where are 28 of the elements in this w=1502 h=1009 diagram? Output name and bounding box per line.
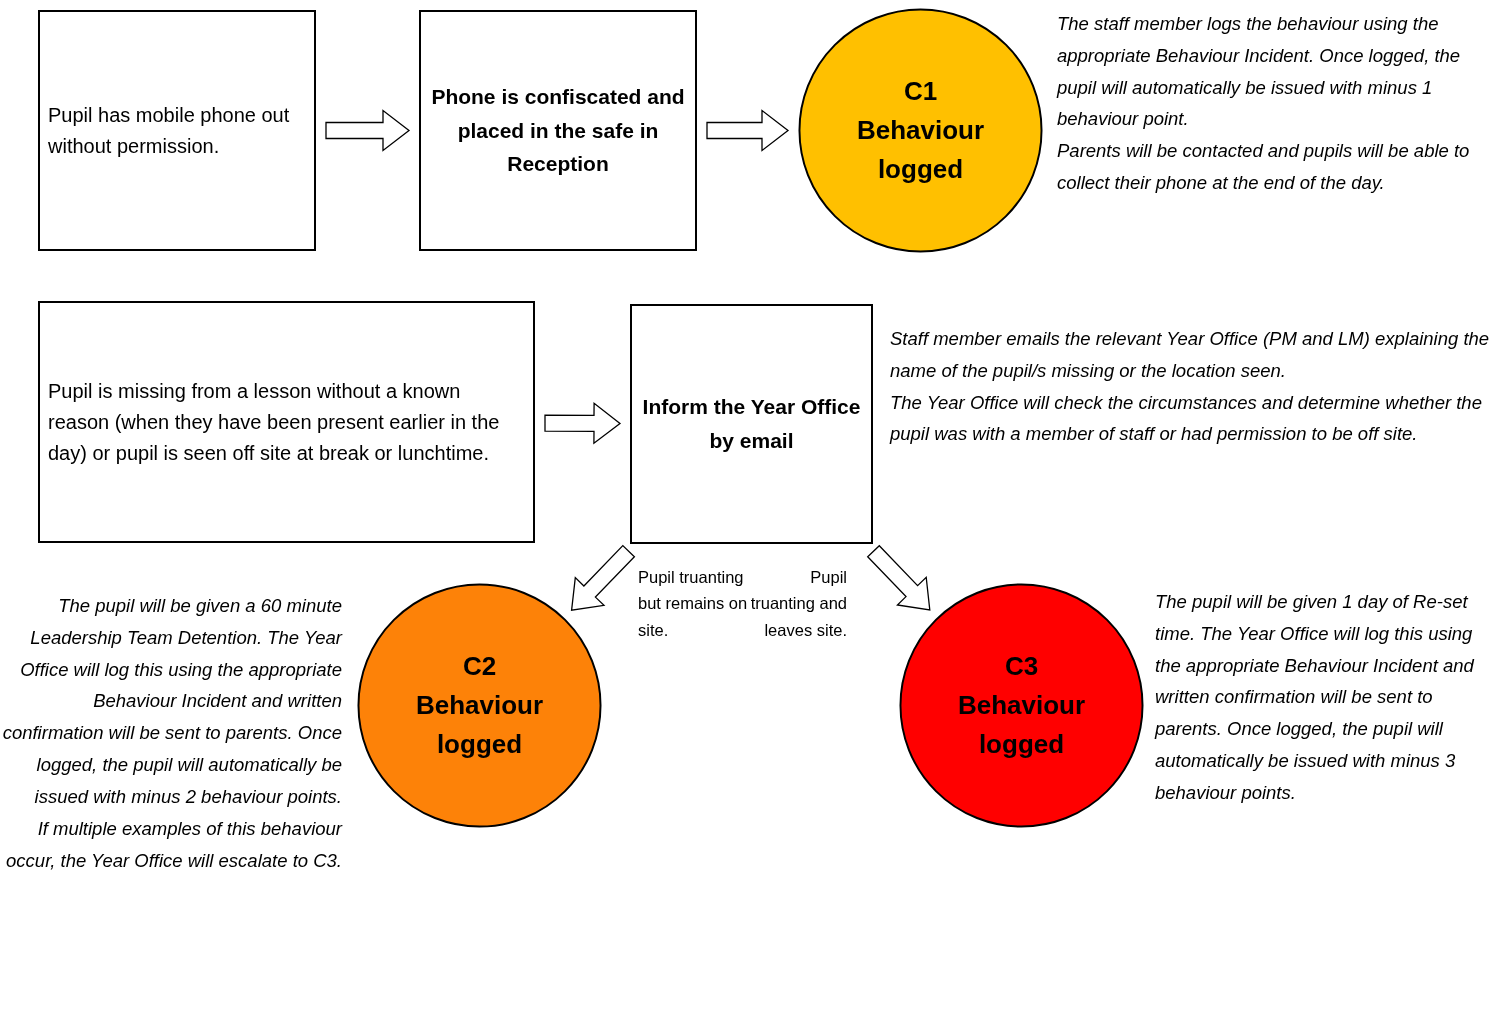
circle-label: Behaviour logged [414, 689, 545, 761]
note-text: The pupil will be given a 60 minute Leadership Team Detention. The Year Office will log this using the appropriate Behaviour Incident and written confirmation will be sent to parents. Once logged, the pupil will automatically be issued with minus 2 behaviour points. [2, 594, 342, 809]
note-text: The pupil will be given 1 day of Re-set time. The Year Office will log this using the appropriate Behaviour Incident and written confirmation will be sent to parents. Once logged, the pupil will automatically be issued with minus 3 behaviour points. [1155, 590, 1475, 805]
level-code: C1 [903, 75, 938, 108]
step-box [630, 304, 873, 544]
note-text: Staff member emails the relevant Year Office (PM and LM) explaining the name of the pupil/s missing or the location seen. [890, 327, 1491, 383]
step-box [38, 301, 535, 543]
edge-label: Pupil truanting and leaves site. [749, 567, 847, 641]
block-arrow [866, 544, 931, 611]
level-code: C3 [1004, 650, 1039, 683]
step-text: Pupil is missing from a lesson without a known reason (when they have been present earlier in the day) or pupil is seen off site at break or lunchtime. [48, 378, 501, 466]
step-box [419, 10, 697, 251]
note-text: Parents will be contacted and pupils will be able to collect their phone at the end of the day. [1057, 139, 1471, 196]
block-arrow [325, 109, 411, 152]
step-box [38, 10, 316, 251]
note-text: The staff member logs the behaviour using the appropriate Behaviour Incident. Once logged, the pupil will automatically be issued with minus 1 behaviour point. [1057, 12, 1462, 132]
note-text: The Year Office will check the circumstances and determine whether the pupil was with a member of staff or had permission to be off site. [890, 390, 1483, 447]
level-code: C2 [462, 650, 497, 683]
block-arrow [570, 544, 636, 611]
circle-label: Behaviour logged [956, 689, 1087, 761]
block-arrow [706, 109, 790, 152]
note-text: If multiple examples of this behaviour occur, the Year Office will escalate to C3. [5, 816, 342, 873]
block-arrow [544, 402, 622, 445]
step-text: Phone is confiscated and placed in the safe in Reception [430, 84, 686, 178]
step-text: Pupil has mobile phone out without permission. [48, 102, 291, 159]
step-text: Inform the Year Office by email [641, 394, 862, 454]
edge-label: Pupil truanting but remains on site. [638, 567, 748, 641]
circle-label: Behaviour logged [855, 114, 986, 186]
